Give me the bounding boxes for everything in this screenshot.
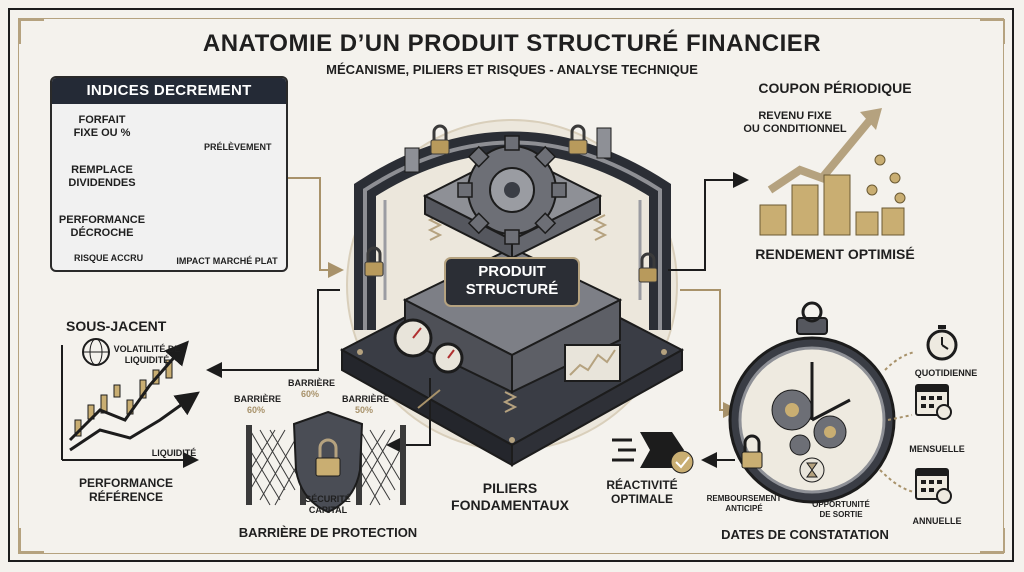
barrier-3-label: BARRIÈRE 50% (342, 394, 390, 416)
securite-label: SÉCURITÉ CAPITAL (290, 494, 366, 516)
connector-arrows (206, 172, 749, 468)
reactivite-line1: RÉACTIVITÉ (606, 478, 678, 492)
perf-line2: DÉCROCHE (70, 227, 134, 239)
opportunite-line2: DE SORTIE (819, 510, 863, 519)
product-line1: PRODUIT (478, 263, 546, 280)
remboursement-line1: REMBOURSEMENT (706, 494, 782, 503)
main-gear (457, 135, 567, 245)
underlying-chart (61, 338, 195, 460)
remplace-line1: REMPLACE (71, 164, 133, 176)
page-subtitle: MÉCANISME, PILIERS ET RISQUES - ANALYSE … (326, 62, 698, 77)
revenu-line1: REVENU FIXE (758, 110, 832, 122)
performance-decroche-label: PERFORMANCE DÉCROCHE (56, 214, 148, 240)
product-label-plate (444, 257, 580, 307)
decrement-heading: INDICES DECREMENT (52, 78, 286, 104)
b3-line1: BARRIÈRE (342, 394, 390, 404)
quotidienne-label: QUOTIDIENNE (914, 368, 978, 378)
perf-ref-line2: RÉFÉRENCE (88, 490, 163, 504)
b2-line2: 60% (300, 389, 319, 399)
liquidite-label: LIQUIDITÉ (151, 448, 197, 458)
risque-label: RISQUE ACCRU (74, 253, 144, 263)
product-label: PRODUIT STRUCTURÉ (445, 263, 579, 299)
reactivite-line2: OPTIMALE (611, 492, 673, 506)
impact-label: IMPACT MARCHÉ PLAT (176, 256, 278, 266)
barrier-illustration (246, 410, 406, 514)
prelevement-label: PRÉLÈVEMENT (204, 142, 272, 152)
mini-chart-screen (564, 344, 621, 382)
corner-ornaments (19, 19, 1005, 553)
remplace-label: REMPLACE DIVIDENDES (58, 164, 146, 190)
remplace-line2: DIVIDENDES (68, 177, 136, 189)
b1-line2: 60% (246, 405, 265, 415)
piliers-label: PILIERS FONDAMENTAUX (430, 480, 590, 514)
opportunite-label: OPPORTUNITÉ DE SORTIE (806, 500, 876, 520)
calendar-icon (915, 468, 952, 504)
gauge-left (393, 318, 433, 358)
forfait-label: FORFAIT FIXE OU % (62, 114, 142, 140)
inner-frame (18, 18, 1004, 554)
revenu-label: REVENU FIXE OU CONDITIONNEL (730, 110, 860, 136)
product-line2: STRUCTURÉ (465, 281, 559, 298)
perf-line1: PERFORMANCE (58, 214, 146, 226)
calendar-icon (915, 384, 952, 420)
barrier-2-label: BARRIÈRE 60% (288, 378, 336, 400)
perf-ref-line1: PERFORMANCE (78, 476, 173, 490)
rendement-label: RENDEMENT OPTIMISÉ (755, 246, 915, 262)
securite-line2: CAPITAL (308, 505, 348, 515)
arch-padlocks (364, 124, 658, 283)
hourglass-icon (799, 457, 825, 483)
padlock-icon (741, 434, 763, 469)
coupon-coin-stacks (759, 108, 906, 236)
b3-line2: 50% (354, 405, 373, 415)
gauge-right (432, 342, 464, 374)
timer-icon (926, 325, 958, 361)
performance-reference-label: PERFORMANCE RÉFÉRENCE (66, 476, 186, 504)
annuelle-label: ANNUELLE (912, 516, 962, 526)
reactivite-label: RÉACTIVITÉ OPTIMALE (600, 478, 684, 506)
b2-line1: BARRIÈRE (288, 378, 336, 388)
outer-frame (8, 8, 1014, 562)
piliers-line1: PILIERS (482, 480, 538, 496)
page-title: ANATOMIE D’UN PRODUIT STRUCTURÉ FINANCIE… (202, 30, 822, 57)
structured-product-machine (339, 124, 685, 467)
piliers-line2: FONDAMENTAUX (451, 497, 569, 513)
forfait-line1: FORFAIT (78, 114, 126, 126)
padlock-icon (315, 438, 341, 477)
volatilite-line1: VOLATILITÉ DE (113, 344, 181, 354)
b1-line1: BARRIÈRE (234, 394, 282, 404)
opportunite-line1: OPPORTUNITÉ (812, 500, 870, 509)
dates-heading: DATES DE CONSTATATION (721, 527, 889, 542)
sousjacent-heading: SOUS-JACENT (66, 318, 167, 334)
volatilite-label: VOLATILITÉ DE LIQUIDITÉ (112, 344, 182, 366)
barrier-1-label: BARRIÈRE 60% (234, 394, 282, 416)
securite-line1: SÉCURITÉ (305, 494, 351, 504)
fast-check-icon (612, 432, 694, 474)
coupon-heading: COUPON PÉRIODIQUE (758, 80, 912, 96)
decrement-panel: INDICES DECREMENT (50, 76, 288, 272)
stopwatch-illustration (728, 301, 916, 504)
barriere-heading: BARRIÈRE DE PROTECTION (238, 525, 418, 540)
volatilite-line2: LIQUIDITÉ (124, 355, 170, 365)
remboursement-line2: ANTICIPÉ (725, 504, 763, 513)
forfait-line2: FIXE OU % (73, 127, 131, 139)
remboursement-label: REMBOURSEMENT ANTICIPÉ (700, 494, 788, 514)
mensuelle-label: MENSUELLE (909, 444, 965, 454)
revenu-line2: OU CONDITIONNEL (743, 123, 847, 135)
globe-icon (82, 338, 110, 366)
